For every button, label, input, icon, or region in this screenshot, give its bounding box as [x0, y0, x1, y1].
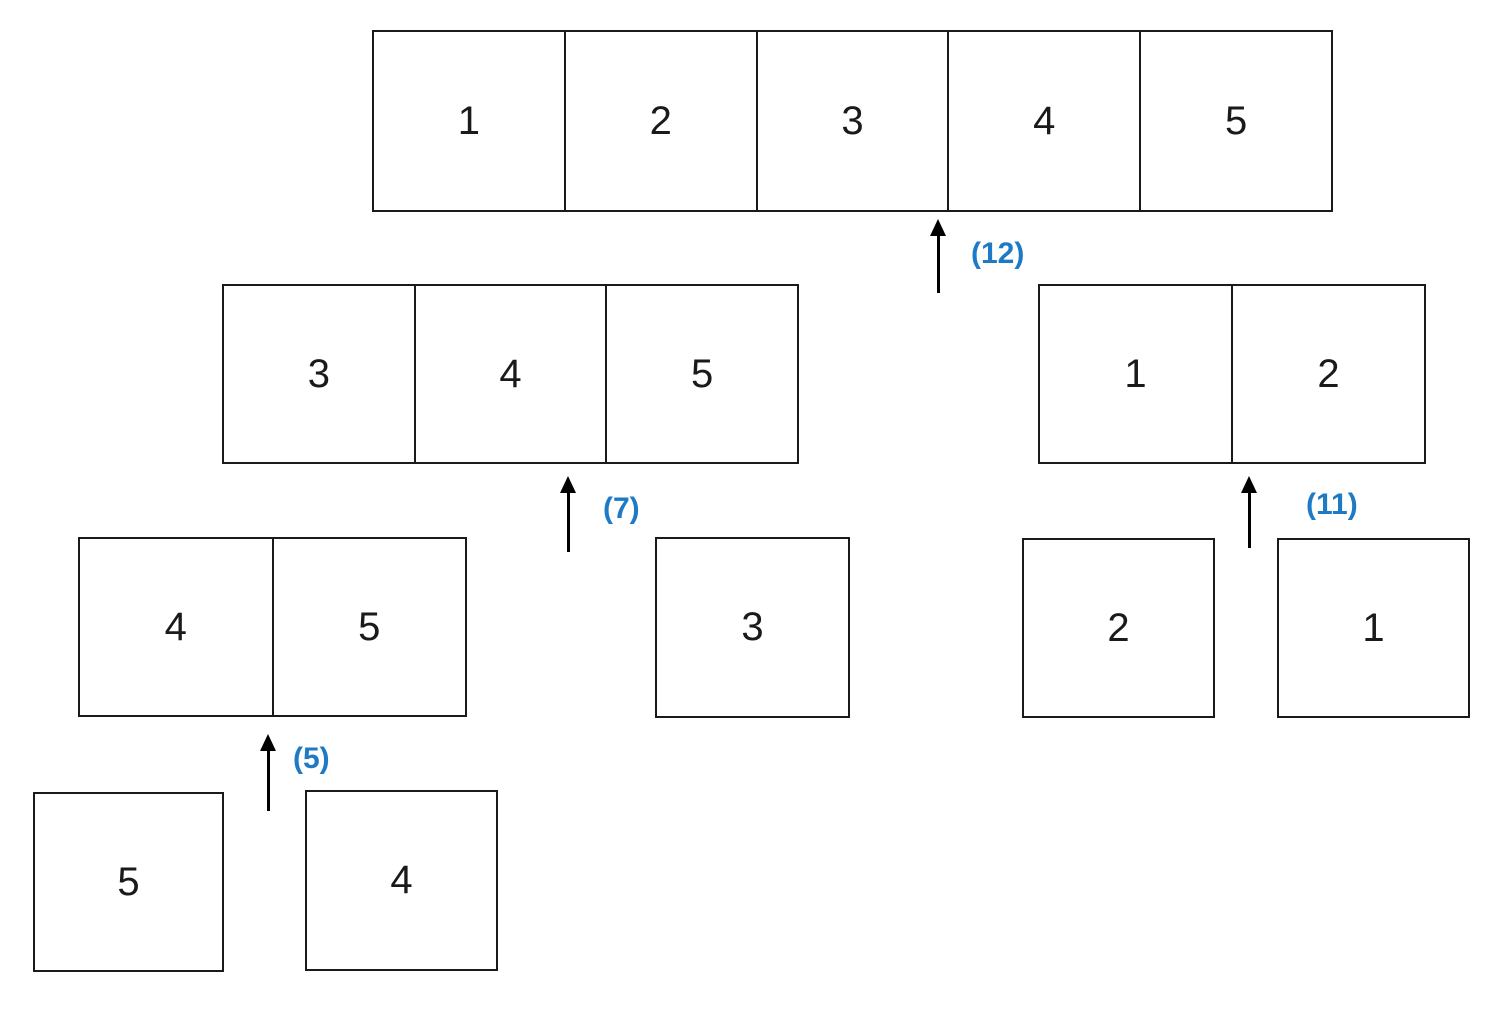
up-arrow-icon	[558, 476, 578, 552]
array-pair-45: 4 5	[78, 537, 467, 717]
arrow-head	[1241, 476, 1257, 493]
arrow-head	[930, 219, 946, 236]
up-arrow-icon	[1239, 476, 1259, 548]
array-cell: 5	[1224, 98, 1248, 143]
array-cell: 1	[1040, 286, 1233, 462]
array-cell: 4	[416, 286, 608, 462]
step-label-merge-mid-left: (7)	[603, 492, 640, 525]
step-label-merge-mid-right: (11)	[1306, 488, 1358, 521]
arrow-stem	[936, 236, 940, 293]
arrow-stem	[566, 493, 570, 552]
array-cell: 2	[1317, 351, 1340, 396]
array-single-4: 4	[305, 790, 498, 971]
array-cell: 5	[117, 859, 140, 904]
array-cell: 3	[224, 286, 416, 462]
array-cell: 5	[358, 604, 381, 649]
array-cell: 3	[758, 32, 950, 210]
array-cell: 1	[374, 32, 566, 210]
array-cell: 4	[949, 32, 1142, 210]
up-arrow-icon	[258, 734, 278, 811]
arrow-head	[560, 476, 576, 493]
up-arrow-icon	[928, 219, 948, 293]
array-single-5: 5	[33, 792, 224, 972]
array-cell: 2	[566, 32, 758, 210]
array-single-1: 1	[1277, 538, 1470, 718]
array-merged-final: 1 2 3 4 5	[372, 30, 1333, 212]
array-cell: 2	[1107, 605, 1130, 650]
array-cell: 5	[691, 351, 714, 396]
array-cell: 1	[1362, 605, 1385, 650]
array-single-2: 2	[1022, 538, 1215, 718]
array-merged-12: 1 2	[1038, 284, 1426, 464]
step-label-merge-pair: (5)	[293, 742, 330, 775]
arrow-stem	[1247, 493, 1251, 548]
arrow-stem	[266, 751, 270, 811]
arrow-head	[260, 734, 276, 751]
array-cell: 3	[741, 605, 764, 649]
array-cell: 4	[80, 539, 274, 715]
array-cell: 4	[390, 858, 413, 902]
array-single-3: 3	[655, 537, 850, 718]
step-label-merge-final: (12)	[971, 237, 1025, 270]
array-merged-345: 3 4 5	[222, 284, 799, 464]
